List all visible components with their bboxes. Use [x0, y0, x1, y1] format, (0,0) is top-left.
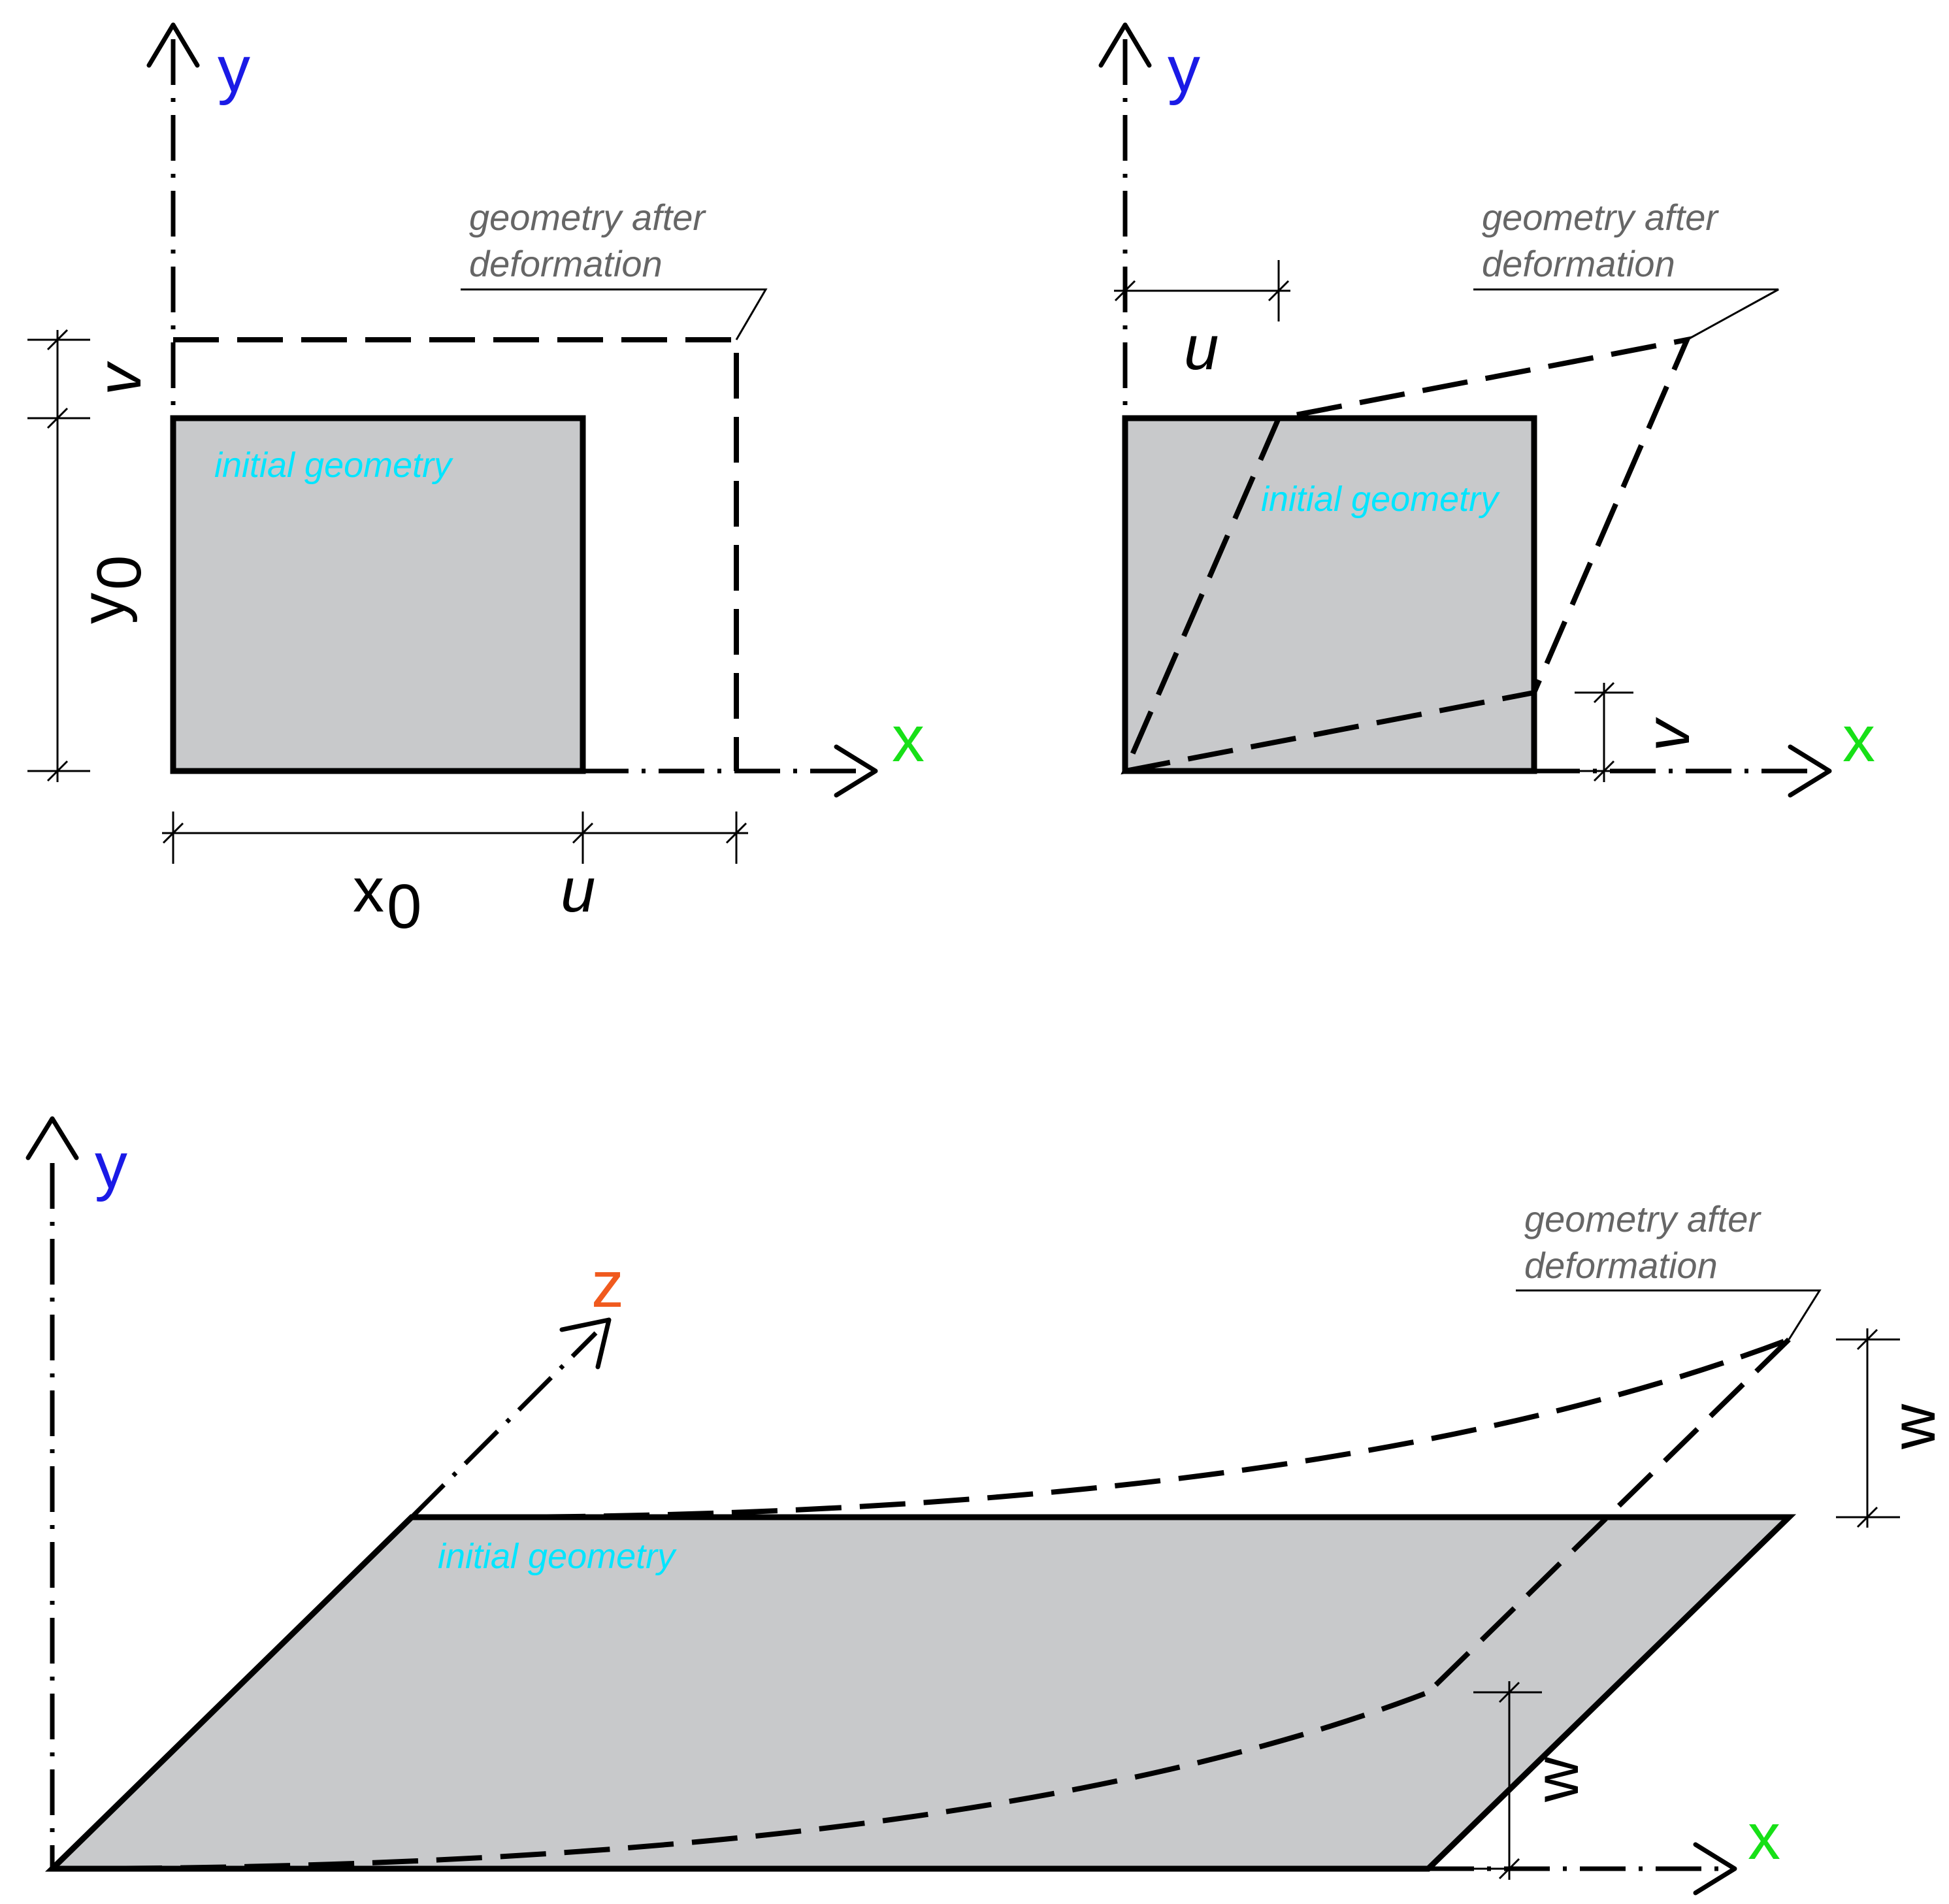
panel-shear: y x geometry after deformation initial g…	[1098, 22, 1875, 798]
dim-tick-3	[725, 822, 747, 844]
dim-tick-2	[1856, 1506, 1878, 1528]
dim-tick-1	[1856, 1328, 1878, 1351]
panel-bending: y z x geometry after deformation initial…	[25, 1116, 1948, 1896]
dim-u-label: u	[1184, 313, 1219, 383]
x-axis-arrowhead	[1693, 1842, 1737, 1896]
dim-v-label: v	[84, 361, 154, 395]
dim-tick-6	[46, 329, 69, 351]
dim-x0-label: x	[353, 855, 384, 925]
note-line-2: deformation	[1482, 243, 1675, 284]
dim-y0-subscript: 0	[84, 555, 154, 590]
x-axis-label: x	[1748, 1800, 1780, 1873]
note-line-2: deformation	[469, 243, 663, 284]
x-axis-arrowhead	[1788, 744, 1832, 798]
initial-geometry-label: initial geometry	[438, 1537, 677, 1576]
dim-tick-5	[46, 407, 69, 429]
note-line-1: geometry after	[1524, 1198, 1761, 1239]
deformed-front-edge	[52, 1690, 1430, 1871]
dim-v-label: v	[1633, 717, 1703, 751]
dim-w-front-label: w	[1522, 1756, 1592, 1803]
z-axis-arrowhead	[559, 1317, 612, 1370]
note-line-1: geometry after	[1482, 197, 1719, 238]
initial-plate	[44, 1514, 1797, 1872]
initial-rectangle	[1122, 415, 1537, 774]
y-axis-arrowhead	[1098, 22, 1152, 68]
dim-u-label: u	[561, 855, 595, 925]
initial-geometry-label: initial geometry	[1261, 480, 1500, 519]
y-axis-label: y	[1168, 33, 1200, 106]
note-leader	[461, 288, 768, 340]
note-line-1: geometry after	[469, 197, 706, 238]
x-axis-label: x	[892, 702, 925, 776]
dim-tick-4	[1498, 1858, 1520, 1880]
note-line-2: deformation	[1524, 1245, 1718, 1286]
z-axis-label: z	[591, 1248, 624, 1321]
dim-tick-3	[1593, 681, 1615, 704]
dim-tick-2	[572, 822, 594, 844]
y-axis-arrowhead	[25, 1116, 79, 1160]
note-leader	[1473, 288, 1779, 341]
dim-tick-2	[1268, 280, 1290, 302]
z-axis-line	[410, 1331, 598, 1519]
deformed-right-edge	[1426, 1338, 1791, 1694]
deformed-back-edge	[411, 1337, 1790, 1520]
panel-stretch: y x geometry after deformation initial g…	[27, 22, 925, 942]
note-leader	[1516, 1289, 1822, 1340]
y-axis-label: y	[218, 33, 250, 106]
y-axis-label: y	[95, 1129, 127, 1202]
y-axis-arrowhead	[146, 22, 200, 68]
dim-tick-4	[1593, 760, 1615, 782]
dim-tick-1	[162, 822, 184, 844]
deformed-outline	[173, 337, 739, 771]
x-axis-label: x	[1843, 702, 1875, 776]
dim-w-right-label: w	[1878, 1403, 1948, 1450]
dim-tick-1	[1114, 280, 1136, 302]
dim-y0-label: y	[68, 593, 138, 624]
dim-x0-subscript: 0	[387, 872, 421, 942]
x-axis-arrowhead	[834, 744, 878, 798]
dim-tick-4	[46, 760, 69, 782]
initial-geometry-label: initial geometry	[214, 446, 453, 485]
dim-tick-3	[1498, 1681, 1520, 1703]
